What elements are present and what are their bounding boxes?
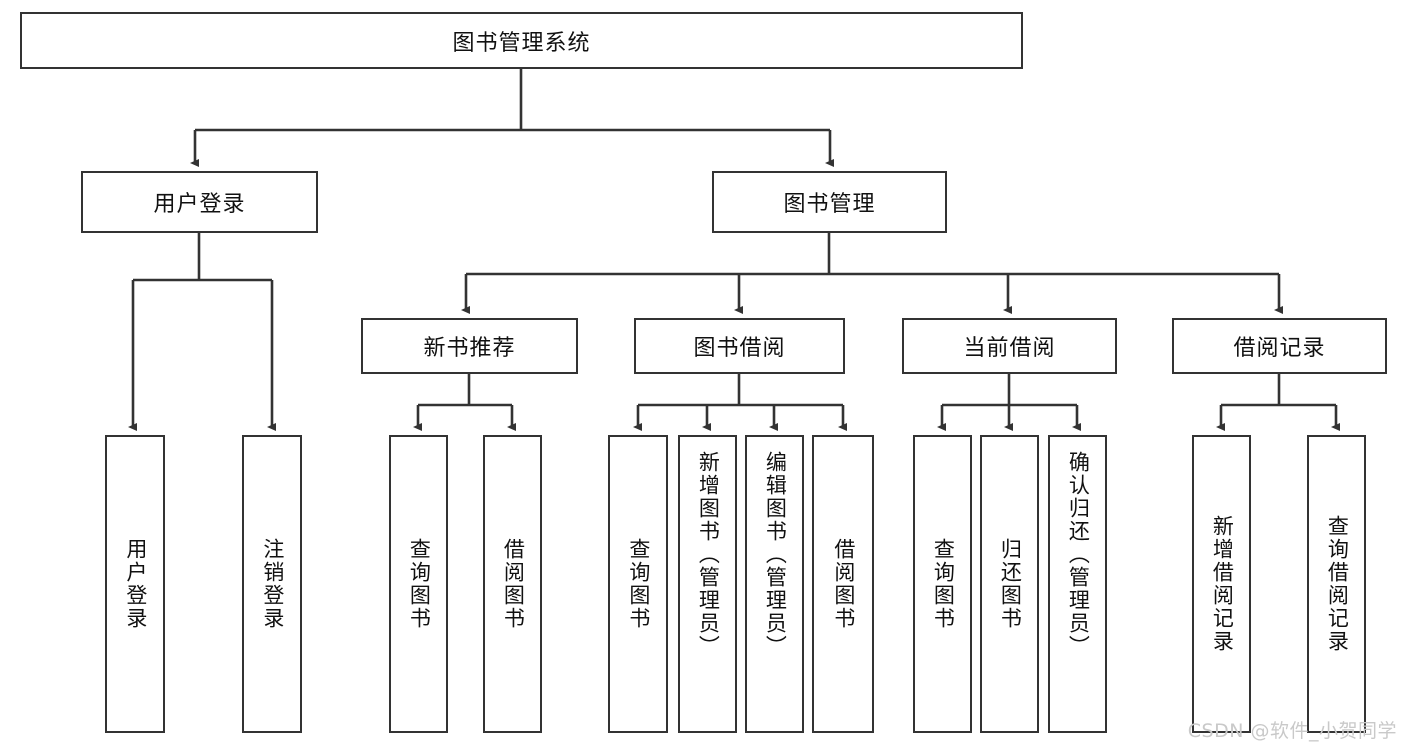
node-current-borrow[interactable]: 当前借阅 — [902, 318, 1117, 374]
leaf-br-query-record[interactable]: 查询借阅记录 — [1307, 435, 1366, 733]
node-borrow-record[interactable]: 借阅记录 — [1172, 318, 1387, 374]
leaf-cb-return-book[interactable]: 归还图书 — [980, 435, 1039, 733]
leaf-bb-add-book-label: 新增图书（管理员） — [696, 451, 721, 658]
node-root[interactable]: 图书管理系统 — [20, 12, 1023, 69]
leaf-br-add-record-label: 新增借阅记录 — [1210, 515, 1235, 653]
node-book-management-label: 图书管理 — [783, 192, 876, 217]
leaf-cb-confirm-return[interactable]: 确认归还（管理员） — [1048, 435, 1107, 733]
leaf-bb-query-book-label: 查询图书 — [626, 538, 651, 630]
leaf-user-logout[interactable]: 注销登录 — [242, 435, 302, 733]
leaf-br-add-record[interactable]: 新增借阅记录 — [1192, 435, 1251, 733]
leaf-bb-add-book[interactable]: 新增图书（管理员） — [678, 435, 737, 733]
leaf-bb-borrow-book-label: 借阅图书 — [831, 538, 856, 630]
node-book-management[interactable]: 图书管理 — [712, 171, 947, 233]
leaf-nbr-query-book[interactable]: 查询图书 — [389, 435, 448, 733]
leaf-nbr-borrow-book[interactable]: 借阅图书 — [483, 435, 542, 733]
node-root-label: 图书管理系统 — [452, 30, 591, 56]
node-borrow-record-label: 借阅记录 — [1233, 336, 1326, 361]
leaf-cb-return-book-label: 归还图书 — [998, 538, 1023, 630]
node-book-borrow-label: 图书借阅 — [693, 336, 786, 361]
leaf-cb-query-book-label: 查询图书 — [931, 538, 956, 630]
node-user-login-label: 用户登录 — [153, 192, 246, 217]
node-new-book-recommend[interactable]: 新书推荐 — [361, 318, 578, 374]
leaf-nbr-borrow-book-label: 借阅图书 — [501, 538, 526, 630]
leaf-cb-query-book[interactable]: 查询图书 — [913, 435, 972, 733]
leaf-bb-query-book[interactable]: 查询图书 — [608, 435, 668, 733]
leaf-br-query-record-label: 查询借阅记录 — [1325, 515, 1350, 653]
node-new-book-recommend-label: 新书推荐 — [423, 336, 516, 361]
leaf-user-login-do-label: 用户登录 — [123, 538, 148, 630]
node-book-borrow[interactable]: 图书借阅 — [634, 318, 845, 374]
leaf-nbr-query-book-label: 查询图书 — [407, 538, 432, 630]
leaf-bb-borrow-book[interactable]: 借阅图书 — [812, 435, 874, 733]
leaf-bb-edit-book[interactable]: 编辑图书（管理员） — [745, 435, 804, 733]
leaf-user-logout-label: 注销登录 — [260, 538, 285, 630]
csdn-watermark: CSDN @软件_小贺同学 — [1187, 720, 1397, 742]
leaf-cb-confirm-return-label: 确认归还（管理员） — [1066, 451, 1091, 658]
leaf-bb-edit-book-label: 编辑图书（管理员） — [763, 451, 788, 658]
leaf-user-login-do[interactable]: 用户登录 — [105, 435, 165, 733]
node-user-login[interactable]: 用户登录 — [81, 171, 318, 233]
node-current-borrow-label: 当前借阅 — [963, 336, 1056, 361]
